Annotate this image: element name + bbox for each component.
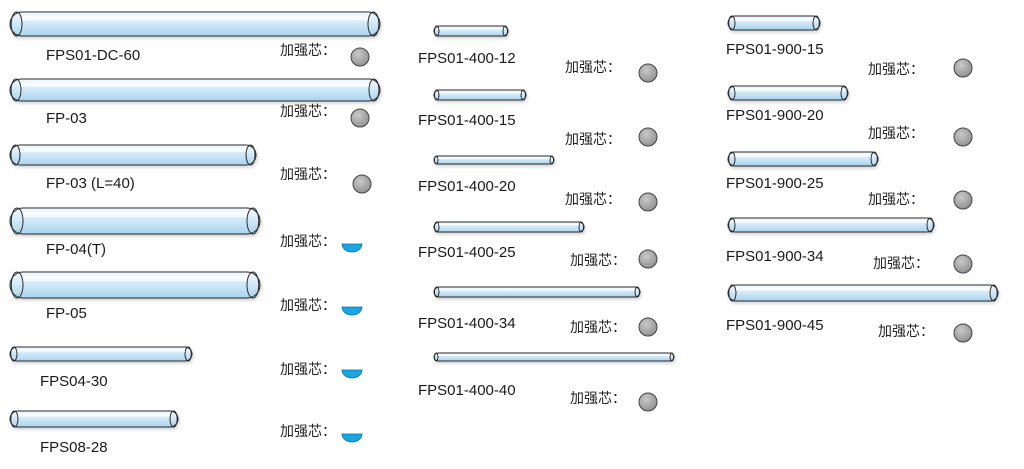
tube-label: FPS08-28 — [40, 439, 108, 456]
grey-circle-icon — [638, 249, 658, 269]
core-label: 加强芯： — [868, 62, 924, 78]
tube-fps01-400-34 — [433, 286, 641, 298]
tube-label: FP-05 — [46, 305, 87, 322]
tube-label: FP-04(T) — [46, 241, 106, 258]
grey-circle-icon — [953, 190, 973, 210]
tube-fp-03-l40 — [9, 144, 257, 166]
tube-fps01-400-40 — [433, 352, 675, 362]
tube-fps01-400-20 — [433, 155, 555, 165]
core-label: 加强芯： — [280, 167, 336, 183]
tube-fps04-30 — [9, 346, 193, 362]
core-label: 加强芯： — [280, 298, 336, 314]
tube-fps01-900-34 — [727, 217, 935, 233]
grey-circle-icon — [953, 58, 973, 78]
tube-label: FP-03 (L=40) — [46, 175, 135, 192]
tube-label: FPS01-400-12 — [418, 50, 516, 67]
tube-fps01-dc-60 — [9, 11, 381, 37]
core-label: 加强芯： — [868, 192, 924, 208]
tube-label: FPS01-400-40 — [418, 382, 516, 399]
core-label: 加强芯： — [570, 253, 626, 269]
core-label: 加强芯： — [280, 43, 336, 59]
grey-circle-icon — [953, 254, 973, 274]
blue-half-circle-icon — [341, 369, 363, 379]
tube-fps01-900-15 — [727, 15, 821, 31]
core-label: 加强芯： — [565, 60, 621, 76]
core-label: 加强芯： — [878, 324, 934, 340]
tube-label: FPS01-900-15 — [726, 41, 824, 58]
tube-label: FPS01-900-34 — [726, 248, 824, 265]
grey-circle-icon — [638, 127, 658, 147]
blue-half-circle-icon — [341, 306, 363, 316]
tube-fps01-400-12 — [433, 25, 509, 37]
tube-label: FPS01-400-34 — [418, 315, 516, 332]
tube-label: FPS01-400-20 — [418, 178, 516, 195]
tube-fps01-900-20 — [727, 85, 849, 101]
core-label: 加强芯： — [570, 391, 626, 407]
tube-label: FPS01-900-20 — [726, 107, 824, 124]
tube-fps01-400-15 — [433, 89, 527, 101]
grey-circle-icon — [638, 392, 658, 412]
core-label: 加强芯： — [565, 132, 621, 148]
tube-fps08-28 — [9, 410, 179, 428]
core-label: 加强芯： — [280, 234, 336, 250]
core-label: 加强芯： — [565, 192, 621, 208]
tube-fp-05 — [9, 271, 261, 299]
blue-half-circle-icon — [341, 243, 363, 253]
core-label: 加强芯： — [868, 126, 924, 142]
grey-circle-icon — [638, 192, 658, 212]
tube-fps01-900-25 — [727, 151, 879, 167]
grey-circle-icon — [953, 127, 973, 147]
tube-label: FPS01-900-45 — [726, 317, 824, 334]
tube-label: FPS04-30 — [40, 373, 108, 390]
blue-half-circle-icon — [341, 433, 363, 443]
tube-fp-03 — [9, 78, 381, 102]
core-label: 加强芯： — [570, 320, 626, 336]
core-label: 加强芯： — [280, 424, 336, 440]
tube-label: FPS01-400-25 — [418, 244, 516, 261]
core-label: 加强芯： — [873, 256, 929, 272]
grey-circle-icon — [953, 323, 973, 343]
grey-circle-icon — [638, 317, 658, 337]
core-label: 加强芯： — [280, 362, 336, 378]
tube-fps01-400-25 — [433, 221, 585, 233]
grey-circle-icon — [638, 63, 658, 83]
tube-fp-04-t — [9, 207, 261, 235]
grey-circle-icon — [350, 47, 370, 67]
tube-label: FPS01-400-15 — [418, 112, 516, 129]
core-label: 加强芯： — [280, 104, 336, 120]
tube-label: FPS01-900-25 — [726, 175, 824, 192]
tube-label: FP-03 — [46, 110, 87, 127]
grey-circle-icon — [352, 174, 372, 194]
tube-label: FPS01-DC-60 — [46, 47, 141, 64]
tube-fps01-900-45 — [727, 284, 999, 302]
grey-circle-icon — [350, 108, 370, 128]
